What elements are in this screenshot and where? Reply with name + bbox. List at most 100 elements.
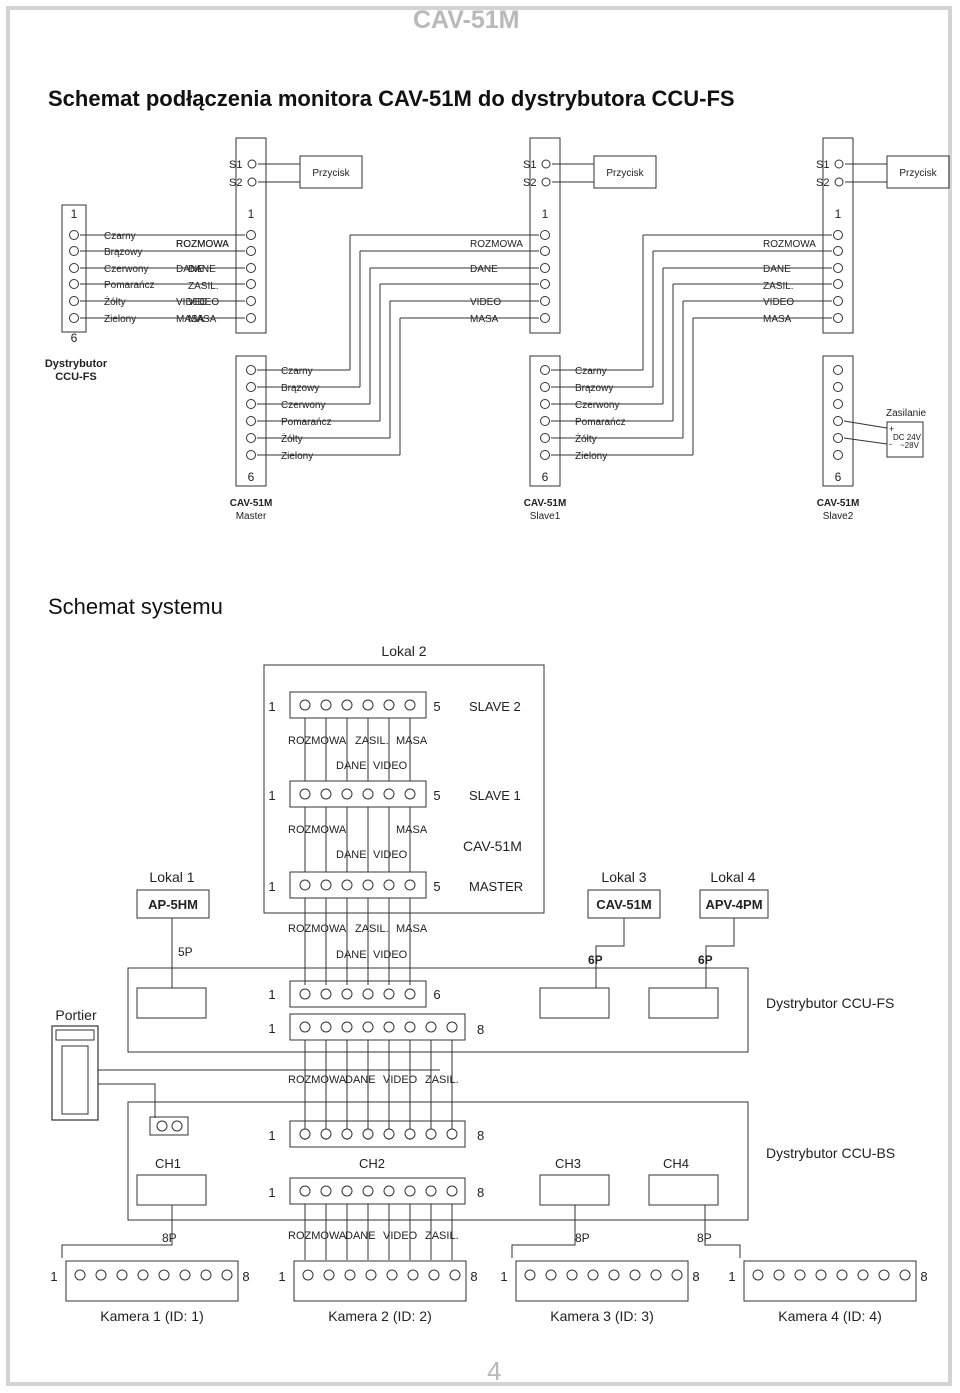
camera-label: Kamera 1 (ID: 1) — [100, 1308, 203, 1324]
monitor-top-terminal — [246, 313, 256, 323]
wiring-title: Schemat podłączenia monitora CAV-51M do … — [48, 86, 735, 111]
strip-terminal — [116, 1269, 128, 1281]
ccu-fs-strip-6 — [289, 980, 427, 1008]
monitor-pin-last: 6 — [542, 470, 549, 484]
strip-terminal — [221, 1269, 233, 1281]
strip-terminal — [362, 1021, 374, 1033]
strip-terminal — [752, 1269, 764, 1281]
strip-terminal — [404, 699, 416, 711]
ccu-bs-port-ch4 — [648, 1174, 719, 1206]
signal-dane: DANE — [336, 760, 367, 772]
monitor-bottom-terminal — [540, 399, 550, 409]
strip-terminal — [404, 1185, 416, 1197]
page-frame — [6, 6, 952, 1386]
signal-video: VIDEO — [373, 949, 408, 961]
monitor-s1-label: S1 — [229, 159, 242, 171]
strip-terminal — [341, 1021, 353, 1033]
cam-video: VIDEO — [383, 1230, 418, 1242]
bs-strip1-pin1: 1 — [268, 1128, 275, 1143]
pushbutton-box — [593, 155, 657, 189]
signal-zasil: ZASIL. — [355, 923, 389, 935]
strip-terminal — [362, 988, 374, 1000]
strip-terminal — [545, 1269, 557, 1281]
distributor-terminal — [69, 246, 79, 256]
strip-terminal — [365, 1269, 377, 1281]
signal-masa: MASA — [396, 923, 428, 935]
monitor-bottom-terminal — [246, 416, 256, 426]
pushbutton-label: Przycisk — [899, 168, 937, 179]
slave2-pin1: 1 — [268, 699, 275, 714]
distributor-pin-first: 1 — [71, 207, 78, 221]
monitor-signal-label: ZASIL. — [763, 281, 794, 292]
monitor-pin-last: 6 — [248, 470, 255, 484]
monitor-bottom-terminal — [246, 382, 256, 392]
slave1-pin5: 5 — [433, 788, 440, 803]
signal-zasil: ZASIL. — [355, 735, 389, 747]
monitor-top-terminal — [833, 279, 843, 289]
camera-strip — [743, 1260, 917, 1302]
system-title: Schemat systemu — [48, 594, 223, 619]
strip-terminal — [299, 788, 311, 800]
strip-terminal — [299, 1128, 311, 1140]
ccu-bs-strip-ch2 — [289, 1177, 466, 1205]
camera4-plug: 8P — [697, 1231, 712, 1245]
camera3-wire — [511, 1205, 576, 1258]
strip-terminal — [383, 879, 395, 891]
strip-terminal — [815, 1269, 827, 1281]
strip-terminal — [446, 1021, 458, 1033]
strip-terminal — [428, 1269, 440, 1281]
master-pin5: 5 — [433, 879, 440, 894]
distributor-signal-label: ROZMOWA — [176, 239, 229, 250]
monitor-bottom-terminal — [833, 433, 843, 443]
strip-terminal — [320, 1185, 332, 1197]
monitor-bottom-terminal — [246, 450, 256, 460]
lokal1-label: Lokal 1 — [149, 869, 194, 885]
monitor-top-terminal — [540, 279, 550, 289]
lokal1-device: AP-5HM — [148, 897, 198, 912]
lokal4-label: Lokal 4 — [710, 869, 755, 885]
strip-terminal — [362, 879, 374, 891]
strip-terminal — [587, 1269, 599, 1281]
strip-terminal — [362, 1128, 374, 1140]
strip-terminal — [179, 1269, 191, 1281]
strip-terminal — [95, 1269, 107, 1281]
fs-bs-zasil: ZASIL. — [425, 1074, 459, 1086]
strip-terminal — [425, 1021, 437, 1033]
strip-terminal — [341, 988, 353, 1000]
distributor-terminal — [69, 279, 79, 289]
channel-label: CH1 — [155, 1156, 181, 1171]
strip-terminal — [449, 1269, 461, 1281]
strip-terminal — [171, 1120, 183, 1132]
strip-terminal — [383, 1128, 395, 1140]
distributor-signal-label: VIDEO — [188, 297, 219, 308]
strip-terminal — [566, 1269, 578, 1281]
camera1-plug: 8P — [162, 1231, 177, 1245]
monitor-bottom-terminal — [833, 382, 843, 392]
strip-terminal — [320, 699, 332, 711]
camera-strip — [515, 1260, 689, 1302]
signal-masa: MASA — [396, 735, 428, 747]
strip-terminal — [425, 1128, 437, 1140]
strip-terminal — [341, 699, 353, 711]
s1-terminal — [834, 159, 844, 169]
monitor-s2-label: S2 — [229, 177, 242, 189]
strip-terminal — [362, 699, 374, 711]
strip-terminal — [425, 1185, 437, 1197]
strip-terminal — [341, 879, 353, 891]
strip-terminal — [404, 1128, 416, 1140]
monitor-top-terminal — [833, 313, 843, 323]
fs-strip2-pin8: 8 — [477, 1022, 484, 1037]
camera-pin1: 1 — [500, 1269, 507, 1284]
monitor-signal-label: ROZMOWA — [470, 239, 523, 250]
distributor-model: CCU-FS — [55, 371, 97, 383]
strip-terminal — [446, 1128, 458, 1140]
s1-terminal — [541, 159, 551, 169]
signal-rozmowa: ROZMOWA — [288, 923, 347, 935]
monitor-top-terminal — [246, 230, 256, 240]
monitor-bottom-terminal — [833, 416, 843, 426]
portier-panel — [51, 1025, 99, 1121]
power-minus: - — [889, 439, 892, 449]
power-spec2: ~28V — [900, 441, 920, 450]
fs-bs-rozmowa: ROZMOWA — [288, 1074, 347, 1086]
lokal4-plug: 6P — [698, 953, 713, 967]
